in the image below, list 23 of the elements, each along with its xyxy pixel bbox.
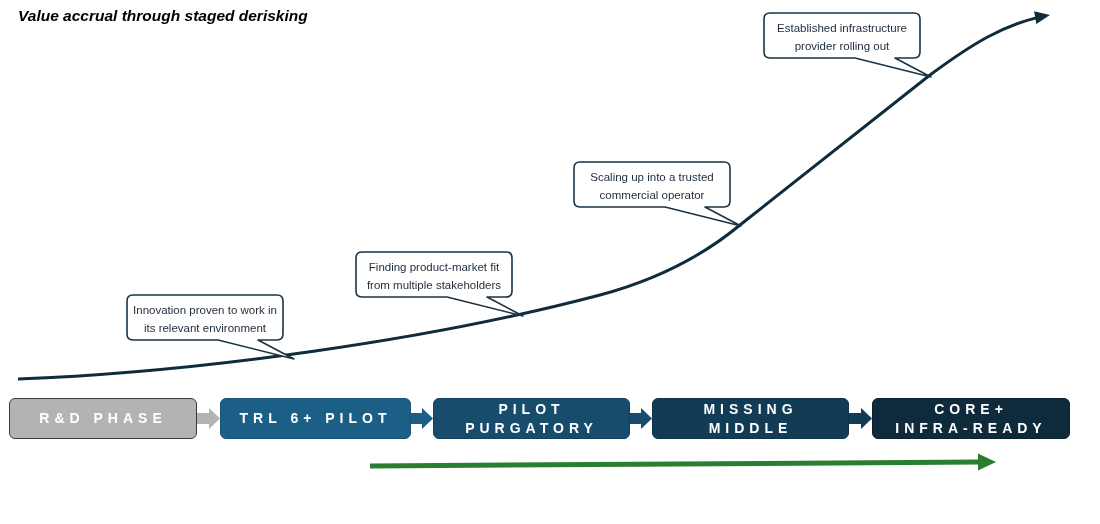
phase-label: TRL 6+ PILOT xyxy=(239,410,392,426)
arrow xyxy=(411,408,433,429)
phase-box xyxy=(433,398,630,439)
phase-label: PILOT PURGATORY xyxy=(465,400,598,436)
phase-box xyxy=(652,398,849,439)
callout-text: Finding product-market fit from multiple stakeholders xyxy=(366,260,502,291)
phase-label: CORE+ INFRA-READY xyxy=(895,400,1047,436)
diagram-title: Value accrual through staged derisking xyxy=(18,7,308,25)
callout-text: Innovation proven to work in its relevant environment xyxy=(133,303,277,334)
callout-text: Scaling up into a trusted commercial operator xyxy=(590,170,714,201)
arrow xyxy=(630,408,652,429)
callout-text: Established infrastructure provider rolling out xyxy=(777,21,907,52)
phase-box xyxy=(9,398,197,439)
phase-box xyxy=(220,398,411,439)
arrow xyxy=(849,408,872,429)
speech-bubble xyxy=(573,161,742,227)
phase-box xyxy=(872,398,1070,439)
speech-bubble xyxy=(126,294,295,360)
speech-bubble xyxy=(763,12,932,78)
arrow xyxy=(197,408,220,429)
phase-label: R&D PHASE xyxy=(39,410,167,426)
phase-label: MISSING MIDDLE xyxy=(703,400,798,436)
speech-bubble xyxy=(355,251,524,317)
